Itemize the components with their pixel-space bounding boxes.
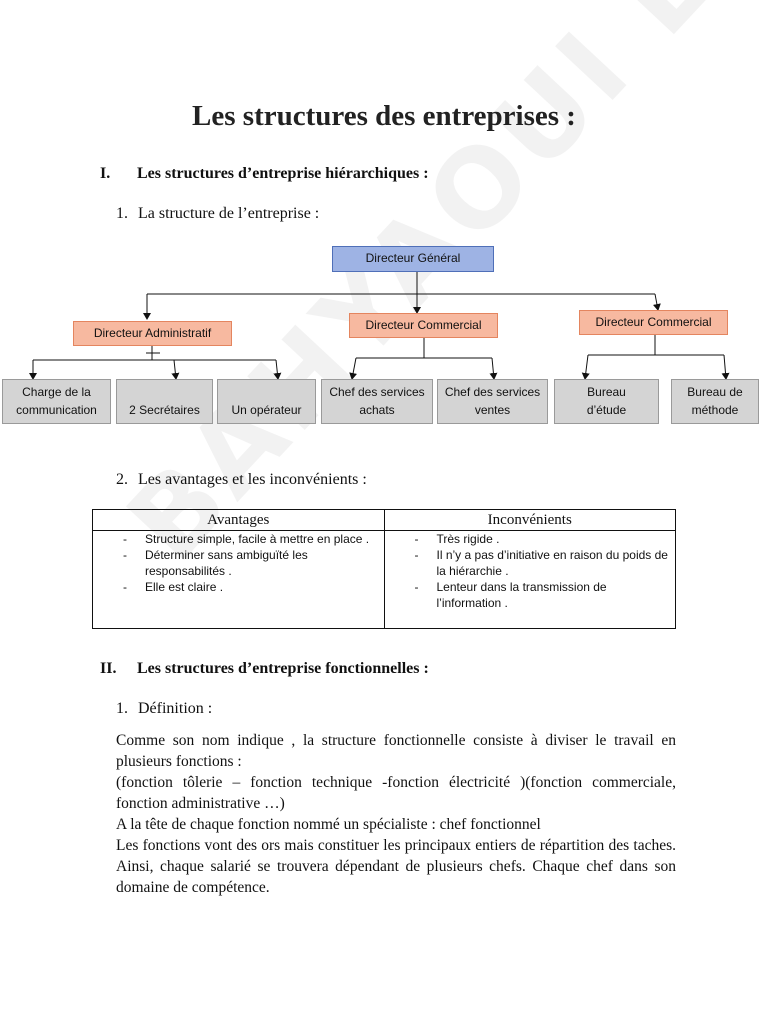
- org-box-directeur-commercial-2: Directeur Commercial: [579, 310, 728, 335]
- advantages-table: Avantages Inconvénients Structure simple…: [92, 509, 676, 629]
- definition-paragraph: Les fonctions vont des ors mais constitu…: [116, 837, 676, 896]
- org-box-charge-communication: Charge de la communication: [2, 379, 111, 424]
- org-box-chef-ventes: Chef des services ventes: [437, 379, 548, 424]
- section-2-sub-1: 1. Définition :: [116, 700, 212, 718]
- section-2-number: II.: [100, 660, 117, 677]
- definition-paragraph: Comme son nom indique , la structure fon…: [116, 732, 676, 770]
- disadvantages-list: Très rigide . Il n’y a pas d’initiative …: [385, 531, 670, 611]
- sub-1-number: 1.: [116, 205, 128, 222]
- advantages-list: Structure simple, facile à mettre en pla…: [93, 531, 378, 595]
- org-box-directeur-commercial-1: Directeur Commercial: [349, 313, 498, 338]
- definition-text: Comme son nom indique , la structure fon…: [116, 730, 676, 898]
- section-1-title: Les structures d’entreprise hiérarchique…: [137, 165, 429, 182]
- org-chart: Directeur Général Directeur Administrati…: [0, 240, 768, 430]
- advantage-item: Déterminer sans ambiguïté les responsabi…: [123, 547, 378, 579]
- org-box-secretaires: 2 Secrétaires: [116, 379, 213, 424]
- section-1-heading: I. Les structures d’entreprise hiérarchiq…: [100, 165, 429, 183]
- definition-paragraph: (fonction tôlerie – fonction technique -…: [116, 774, 676, 812]
- disadvantage-item: Il n’y a pas d’initiative en raison du p…: [415, 547, 670, 579]
- advantages-cell: Structure simple, facile à mettre en pla…: [92, 530, 385, 629]
- section-2-heading: II. Les structures d’entreprise fonctionn…: [100, 660, 429, 678]
- org-box-bureau-methode: Bureau de méthode: [671, 379, 759, 424]
- advantages-header: Avantages: [92, 509, 385, 531]
- disadvantage-item: Lenteur dans la transmission de l’inform…: [415, 579, 670, 611]
- definition-number: 1.: [116, 700, 128, 717]
- disadvantages-cell: Très rigide . Il n’y a pas d’initiative …: [383, 530, 676, 629]
- org-box-directeur-general: Directeur Général: [332, 246, 494, 272]
- section-1-number: I.: [100, 165, 111, 182]
- disadvantages-header: Inconvénients: [383, 509, 676, 531]
- org-chart-connectors: [29, 272, 730, 380]
- disadvantage-item: Très rigide .: [415, 531, 670, 547]
- sub-2-title: Les avantages et les inconvénients :: [138, 471, 367, 488]
- section-1-sub-2: 2. Les avantages et les inconvénients :: [116, 471, 367, 489]
- advantage-item: Elle est claire .: [123, 579, 378, 595]
- section-2-title: Les structures d’entreprise fonctionnell…: [137, 660, 429, 677]
- section-1-sub-1: 1. La structure de l’entreprise :: [116, 205, 319, 223]
- org-box-operateur: Un opérateur: [217, 379, 316, 424]
- org-box-chef-achats: Chef des services achats: [321, 379, 433, 424]
- definition-paragraph: A la tête de chaque fonction nommé un sp…: [116, 816, 541, 833]
- advantage-item: Structure simple, facile à mettre en pla…: [123, 531, 378, 547]
- org-box-directeur-administratif: Directeur Administratif: [73, 321, 232, 346]
- sub-1-title: La structure de l’entreprise :: [138, 205, 320, 222]
- org-box-bureau-etude: Bureau d’étude: [554, 379, 659, 424]
- document-title: Les structures des entreprises :: [192, 100, 576, 132]
- definition-title: Définition :: [138, 700, 213, 717]
- sub-2-number: 2.: [116, 471, 128, 488]
